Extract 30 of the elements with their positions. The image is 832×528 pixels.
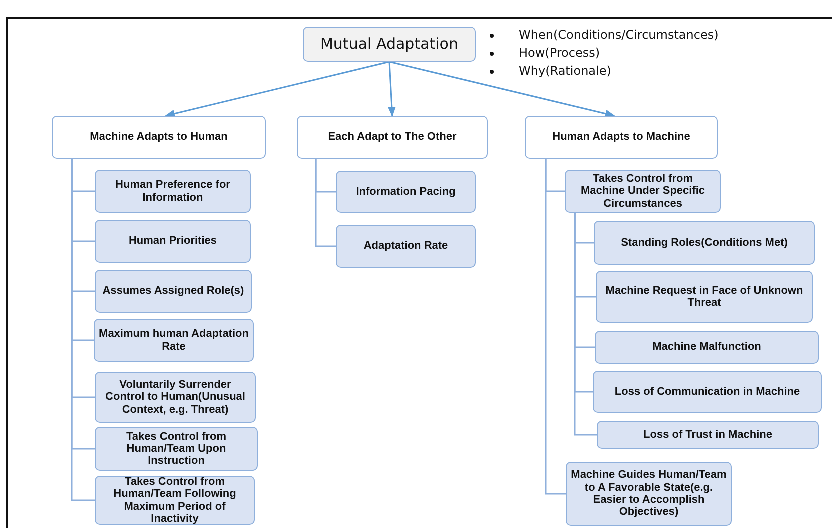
note-text: When(Conditions/Circumstances) bbox=[519, 28, 719, 42]
item-box: Machine Guides Human/Team to A Favorable State(e.g. Easier to Accomplish Objectives) bbox=[566, 462, 732, 526]
category-box: Each Adapt to The Other bbox=[297, 116, 488, 159]
item-box: Machine Request in Face of Unknown Threat bbox=[596, 271, 813, 323]
item-box: Takes Control from Human/Team Upon Instruction bbox=[95, 427, 258, 471]
connector-line bbox=[315, 159, 336, 248]
item-box: Adaptation Rate bbox=[336, 225, 476, 268]
item-box: Machine Malfunction bbox=[595, 331, 819, 364]
item-box: Information Pacing bbox=[336, 171, 476, 213]
item-box: Takes Control from Human/Team Following Maximum Period of Inactivity bbox=[95, 476, 255, 525]
root-box: Mutual Adaptation bbox=[303, 27, 476, 62]
note-text: Why(Rationale) bbox=[519, 64, 612, 78]
item-box: Human Preference for Information bbox=[95, 170, 251, 213]
item-box: Loss of Trust in Machine bbox=[597, 421, 819, 449]
item-box: Loss of Communication in Machine bbox=[593, 371, 822, 413]
arrow bbox=[389, 61, 616, 118]
item-box: Standing Roles(Conditions Met) bbox=[594, 221, 815, 265]
connector-line bbox=[71, 159, 95, 502]
category-box: Human Adapts to Machine bbox=[525, 116, 718, 159]
item-box: Voluntarily Surrender Control to Human(Unusual Context, e.g. Threat) bbox=[95, 372, 256, 423]
item-box: Takes Control from Machine Under Specific Circumstances bbox=[565, 170, 721, 213]
arrow bbox=[388, 62, 396, 117]
item-box: Human Priorities bbox=[95, 220, 251, 263]
connector-line bbox=[545, 159, 566, 495]
arrow bbox=[164, 61, 390, 118]
connector-line bbox=[574, 213, 597, 436]
note-text: How(Process) bbox=[519, 46, 600, 60]
item-box: Assumes Assigned Role(s) bbox=[95, 270, 252, 313]
item-box: Maximum human Adaptation Rate bbox=[94, 319, 254, 362]
category-box: Machine Adapts to Human bbox=[52, 116, 266, 159]
